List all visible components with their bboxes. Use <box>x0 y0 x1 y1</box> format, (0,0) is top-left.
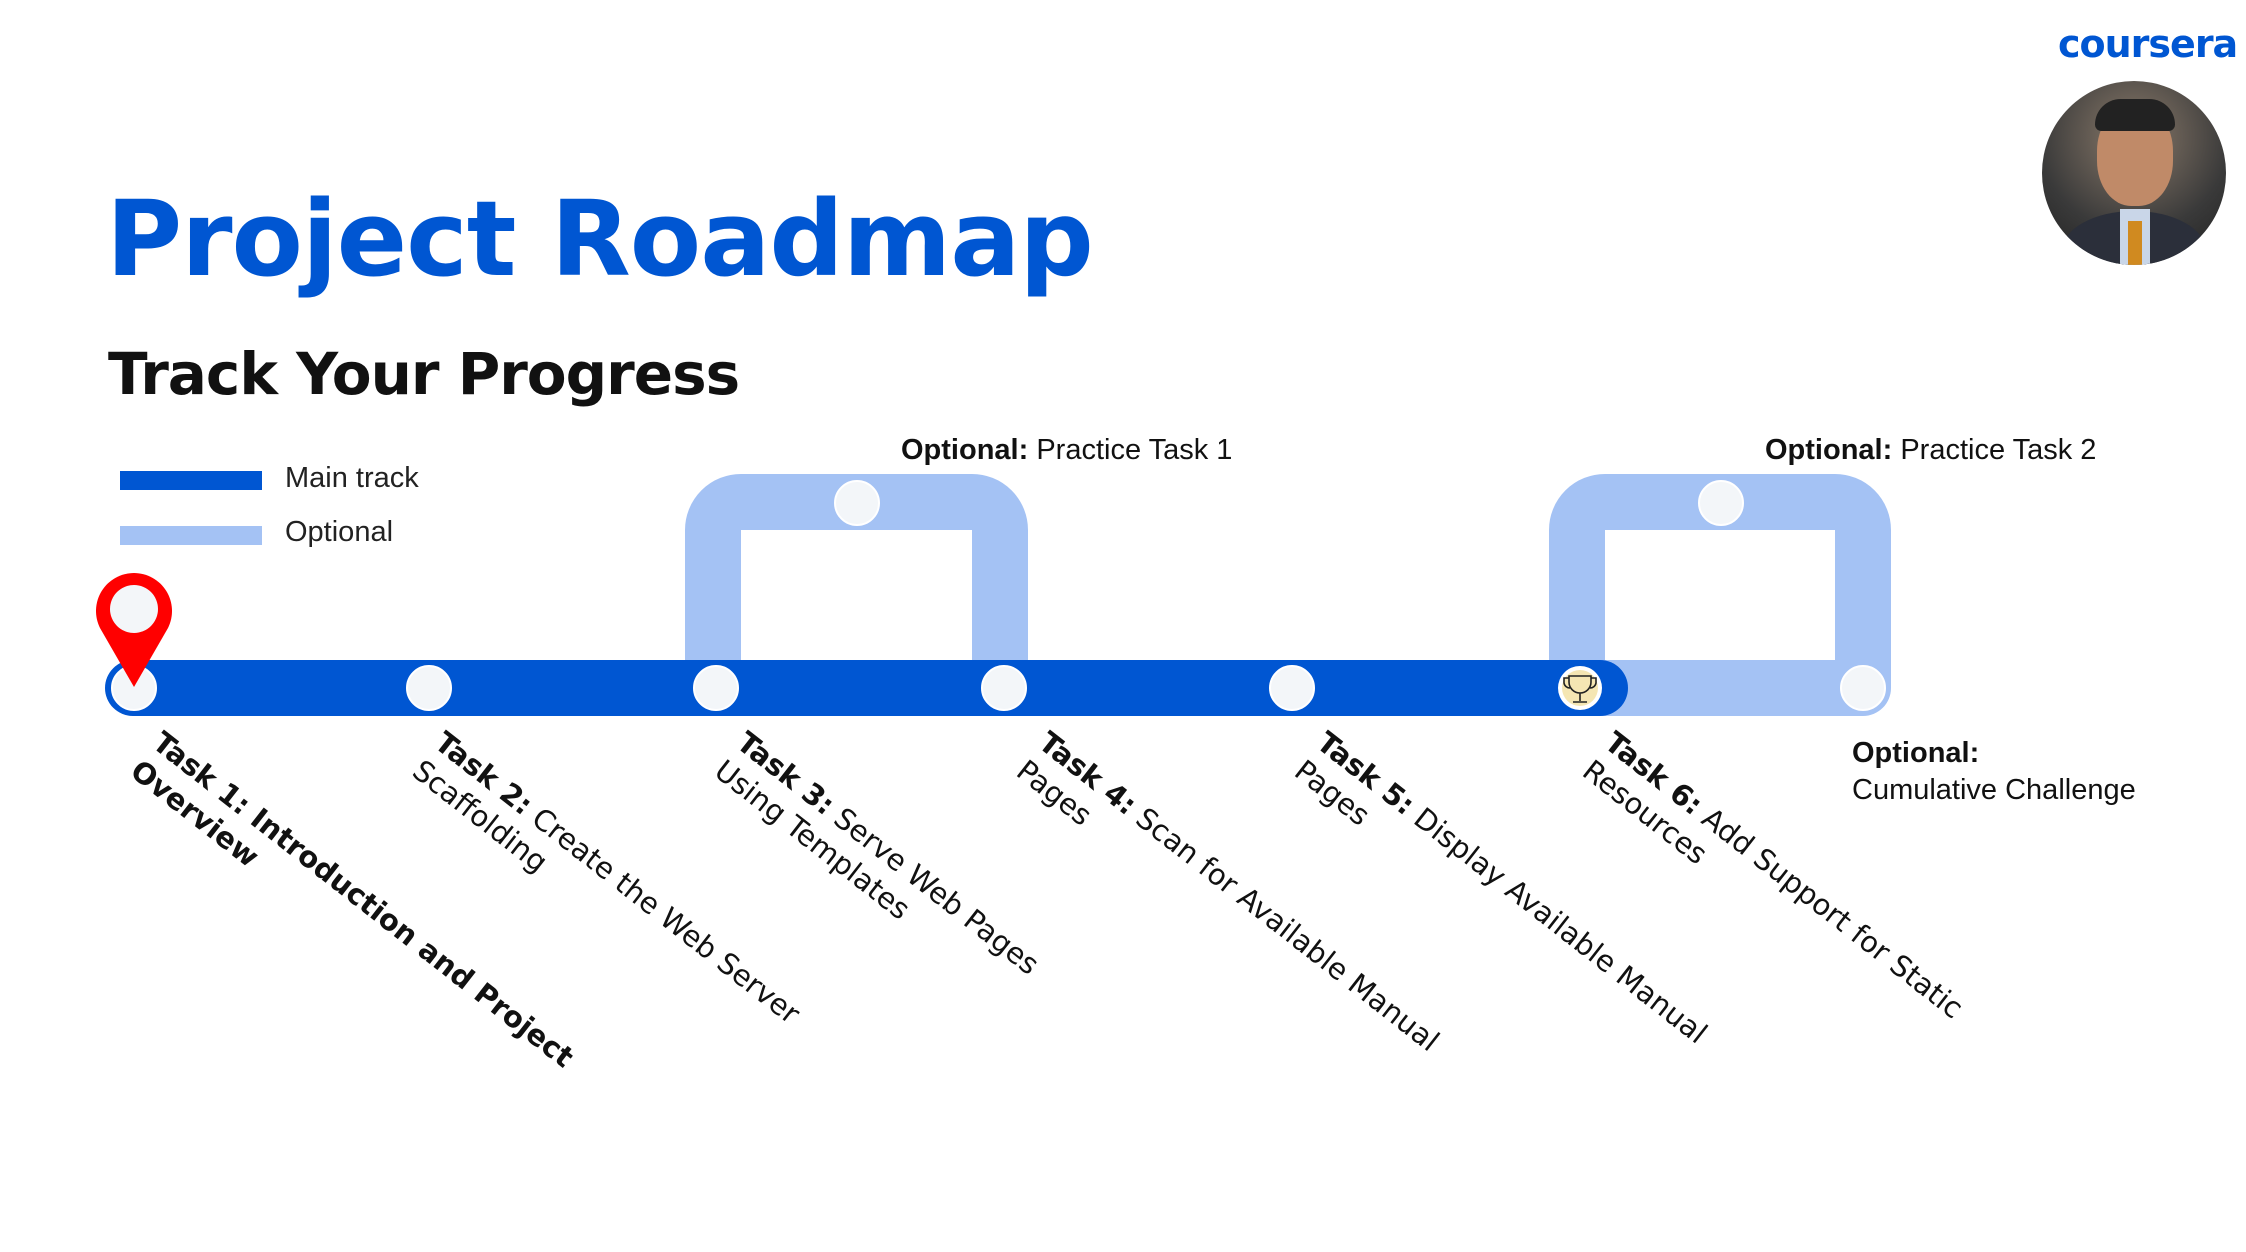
avatar-tie <box>2128 221 2142 265</box>
optional-challenge-label: Optional: Cumulative Challenge <box>1852 735 2136 809</box>
node-task-2 <box>406 665 452 711</box>
location-pin-icon <box>96 573 172 687</box>
optional-practice-1-label: Optional: Practice Task 1 <box>901 434 1232 467</box>
node-optional-practice-1 <box>834 480 880 526</box>
optional-label-text: Cumulative Challenge <box>1852 774 2136 806</box>
legend-optional-swatch <box>120 526 262 545</box>
optional-label-text: Practice Task 2 <box>1892 434 2097 466</box>
instructor-avatar <box>2042 81 2226 265</box>
node-optional-practice-2 <box>1698 480 1744 526</box>
optional-label-text: Practice Task 1 <box>1028 434 1233 466</box>
optional-label-bold: Optional: <box>1852 737 1980 769</box>
node-task-3 <box>693 665 739 711</box>
optional-practice-2-label: Optional: Practice Task 2 <box>1765 434 2096 467</box>
optional-label-bold: Optional: <box>1765 434 1893 466</box>
optional-tail-track <box>1560 660 1891 716</box>
page-subtitle: Track Your Progress <box>108 340 740 408</box>
legend-main-label: Main track <box>285 462 419 494</box>
node-task-5 <box>1269 665 1315 711</box>
trophy-icon <box>1558 666 1602 710</box>
page-title: Project Roadmap <box>106 178 1094 300</box>
avatar-hair <box>2095 99 2175 131</box>
node-optional-challenge <box>1840 665 1886 711</box>
main-track <box>105 660 1628 716</box>
node-task-4 <box>981 665 1027 711</box>
coursera-logo: coursera <box>2058 22 2238 66</box>
optional-label-bold: Optional: <box>901 434 1029 466</box>
legend-main-swatch <box>120 471 262 490</box>
legend-optional-label: Optional <box>285 516 394 548</box>
